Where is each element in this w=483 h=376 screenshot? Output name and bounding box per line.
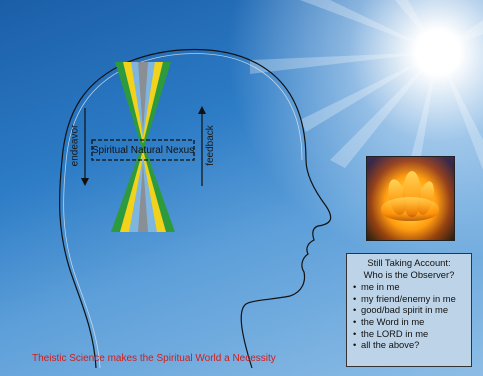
observer-box-title-line1: Still Taking Account: — [351, 257, 467, 269]
nexus-label: Spiritual Natural Nexus — [88, 145, 198, 156]
list-item: the Word in me — [351, 316, 467, 328]
endeavor-label: endeavor — [69, 125, 80, 167]
head-outline — [60, 50, 331, 369]
feedback-label: feedback — [205, 125, 216, 166]
upper-cone — [115, 62, 171, 152]
list-item: my friend/enemy in me — [351, 293, 467, 305]
slide-caption: Theistic Science makes the Spiritual Wor… — [32, 353, 276, 364]
list-item: good/bad spirit in me — [351, 304, 467, 316]
observer-list: me in me my friend/enemy in me good/bad … — [351, 281, 467, 351]
list-item: me in me — [351, 281, 467, 293]
observer-box-title-line2: Who is the Observer? — [351, 269, 467, 281]
list-item: the LORD in me — [351, 328, 467, 340]
burning-bush-image — [366, 156, 455, 241]
observer-box: Still Taking Account: Who is the Observe… — [346, 253, 472, 367]
list-item: all the above? — [351, 339, 467, 351]
